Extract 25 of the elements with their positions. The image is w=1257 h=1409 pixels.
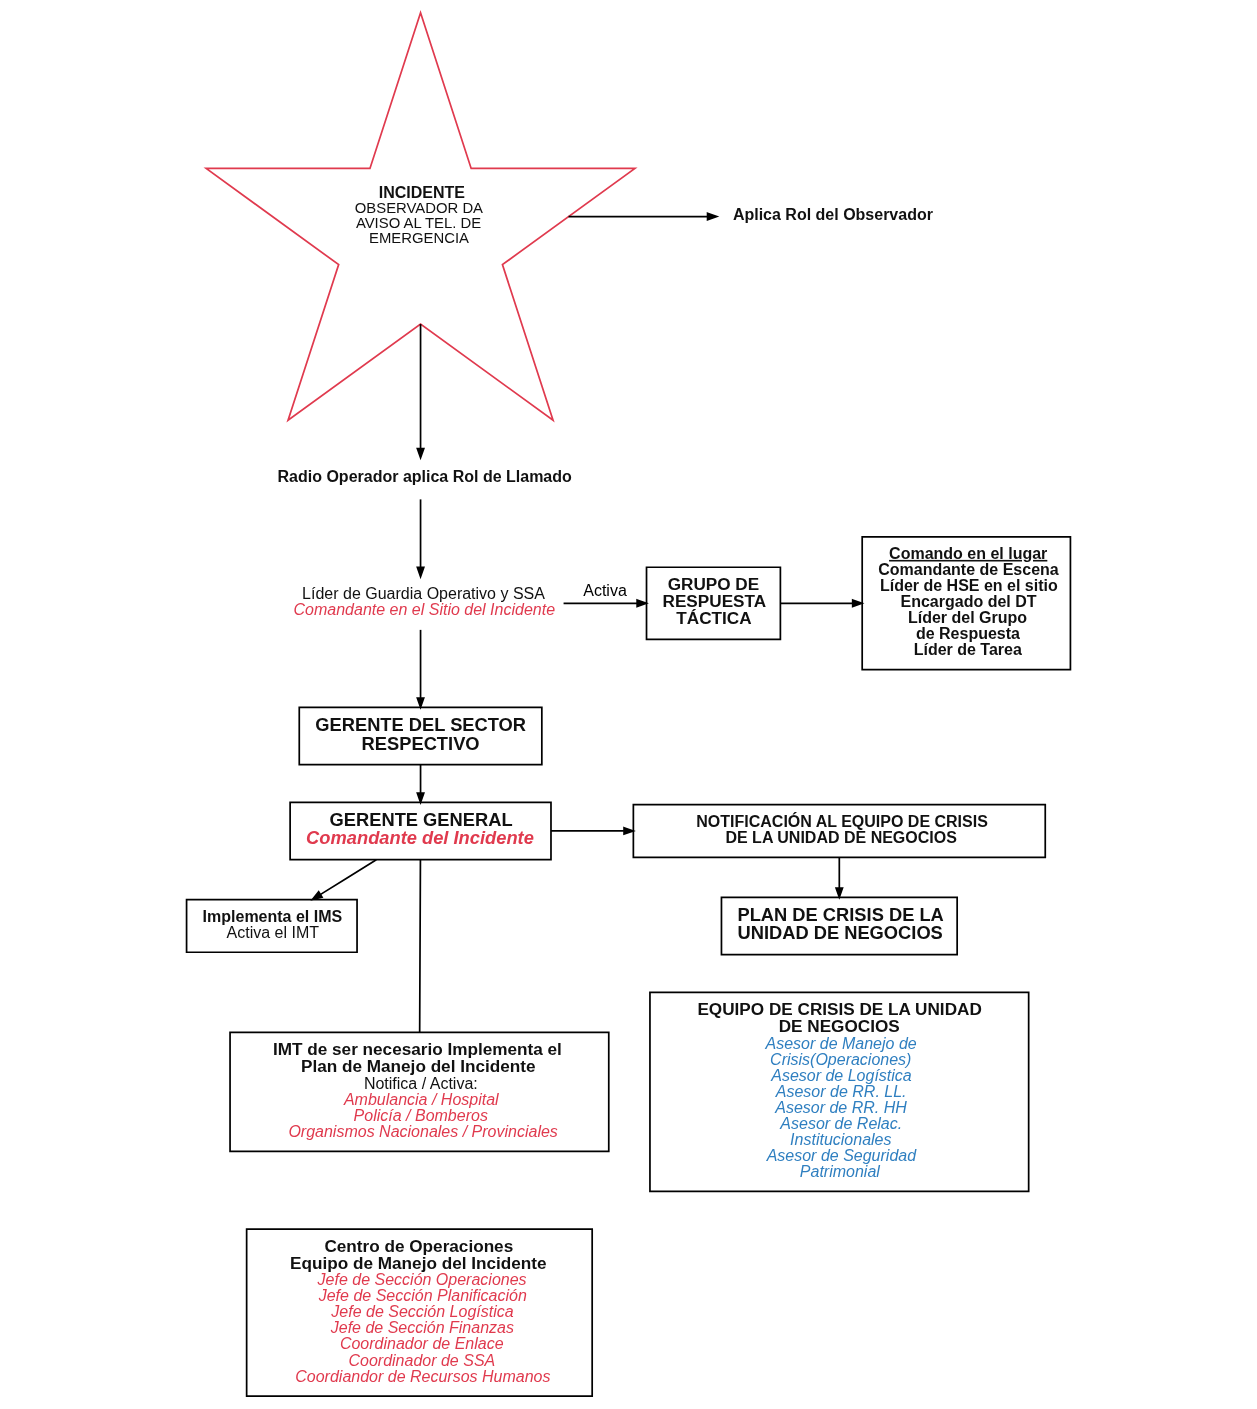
node-box: NOTIFICACIÓN AL EQUIPO DE CRISIS DE LA UNIDAD DE NEGOCIOS: [632, 803, 1047, 859]
node-text: Aplica Rol del Observador: [732, 205, 933, 223]
node-box: GERENTE DEL SECTOR RESPECTIVO: [298, 706, 543, 766]
node-box: GRUPO DE RESPUESTA TÁCTICA: [645, 566, 782, 641]
arrow: [416, 629, 425, 710]
node-box: Centro de Operaciones Equipo de Manejo del Incidente Jefe de Sección Operaciones Jefe de Sección Planificación Jefe de Sección Logística Jefe de Sección Finanzas Coordinador de Enlace Coordinador de SSA Coordiandor de Recursos Humanos: [245, 1228, 594, 1398]
arrow: [416, 323, 425, 461]
node-box: Implementa el IMS Activa el IMT: [185, 898, 358, 954]
arrow: [310, 858, 378, 901]
node-box: GERENTE GENERAL Comandante del Incidente: [289, 801, 552, 861]
node-box: PLAN DE CRISIS DE LA UNIDAD DE NEGOCIOS: [720, 896, 958, 956]
connector: [418, 858, 422, 1033]
arrow: [562, 598, 649, 608]
edge-label: Activa: [583, 581, 627, 599]
node-box: IMT de ser necesario Implementa el Plan de Manejo del Incidente Notifica / Activa: Ambulancia / Hospital Policía / Bomberos Organismos Nacionales / Provinciales: [229, 1031, 610, 1153]
arrow: [550, 826, 636, 836]
arrow: [567, 212, 720, 221]
node-box: EQUIPO DE CRISIS DE LA UNIDAD DE NEGOCIOS Asesor de Manejo de Crisis(Operaciones) Asesor de Logística Asesor de RR. LL. Asesor de RR. HH Asesor de Relac. Institucionales Asesor de Seguridad Patrimonial: [649, 991, 1030, 1193]
arrow: [834, 856, 844, 900]
node-box: Comando en el lugar Comandante de Escena Líder de HSE en el sitio Encargado del DT Líder del Grupo de Respuesta Líder de Tarea: [861, 536, 1072, 671]
node-text: Líder de Guardia Operativo y SSA Comandante en el Sitio del Incidente: [293, 584, 556, 618]
arrow: [779, 598, 865, 608]
arrow: [416, 764, 425, 805]
arrow: [416, 498, 425, 580]
node-text: Radio Operador aplica Rol de Llamado: [277, 467, 572, 485]
